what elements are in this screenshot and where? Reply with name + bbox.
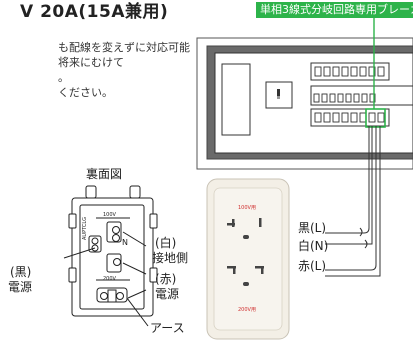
top-voltage-label: 100V — [103, 212, 116, 218]
wiring-lines — [325, 126, 381, 277]
label-white-wire: (白) — [155, 236, 177, 250]
label-power-right: 電源 — [155, 287, 180, 301]
branch-breaker-row-lower — [314, 112, 385, 123]
back-view-leaders — [63, 231, 149, 327]
label-ground-side: 接地側 — [152, 251, 189, 265]
bottom-voltage-label: 200V — [103, 276, 116, 282]
branch-breaker-row-top — [313, 93, 376, 103]
main-breaker — [221, 63, 251, 136]
outlet-200v-label: 200V用 — [238, 307, 256, 313]
back-view-device — [68, 185, 158, 317]
wire-red-label: 赤(L) — [298, 259, 327, 273]
side-mark: AUPTCLG — [82, 216, 88, 240]
label-red-wire: (赤) — [155, 272, 177, 286]
label-black-wire: (黒) — [10, 265, 32, 279]
neutral-mark: N — [122, 238, 128, 247]
receptacle-200v — [227, 266, 264, 286]
back-view-title: 裏面図 — [86, 167, 123, 181]
wire-black-label: 黒(L) — [298, 221, 327, 235]
desc-line-2: 将来にむけて — [58, 56, 124, 69]
wall-outlet — [206, 178, 290, 340]
distribution-panel — [196, 37, 413, 170]
desc-line-3: 。 — [58, 71, 69, 84]
label-power-left: 電源 — [8, 280, 33, 294]
outlet-100v-label: 100V用 — [238, 205, 256, 211]
receptacle-100v — [227, 218, 262, 239]
desc-line-1: も配線を変えずに対応可能 — [58, 41, 190, 54]
wire-white-label: 白(N) — [298, 239, 329, 253]
desc-line-4: ください。 — [58, 86, 113, 99]
branch-breaker-row-upper — [314, 66, 385, 77]
label-earth: アース — [150, 321, 185, 335]
page-title: V 20A(15A兼用) — [20, 2, 169, 22]
dedicated-breaker-tag: 単相3線式分岐回路専用ブレーカ — [256, 2, 413, 18]
